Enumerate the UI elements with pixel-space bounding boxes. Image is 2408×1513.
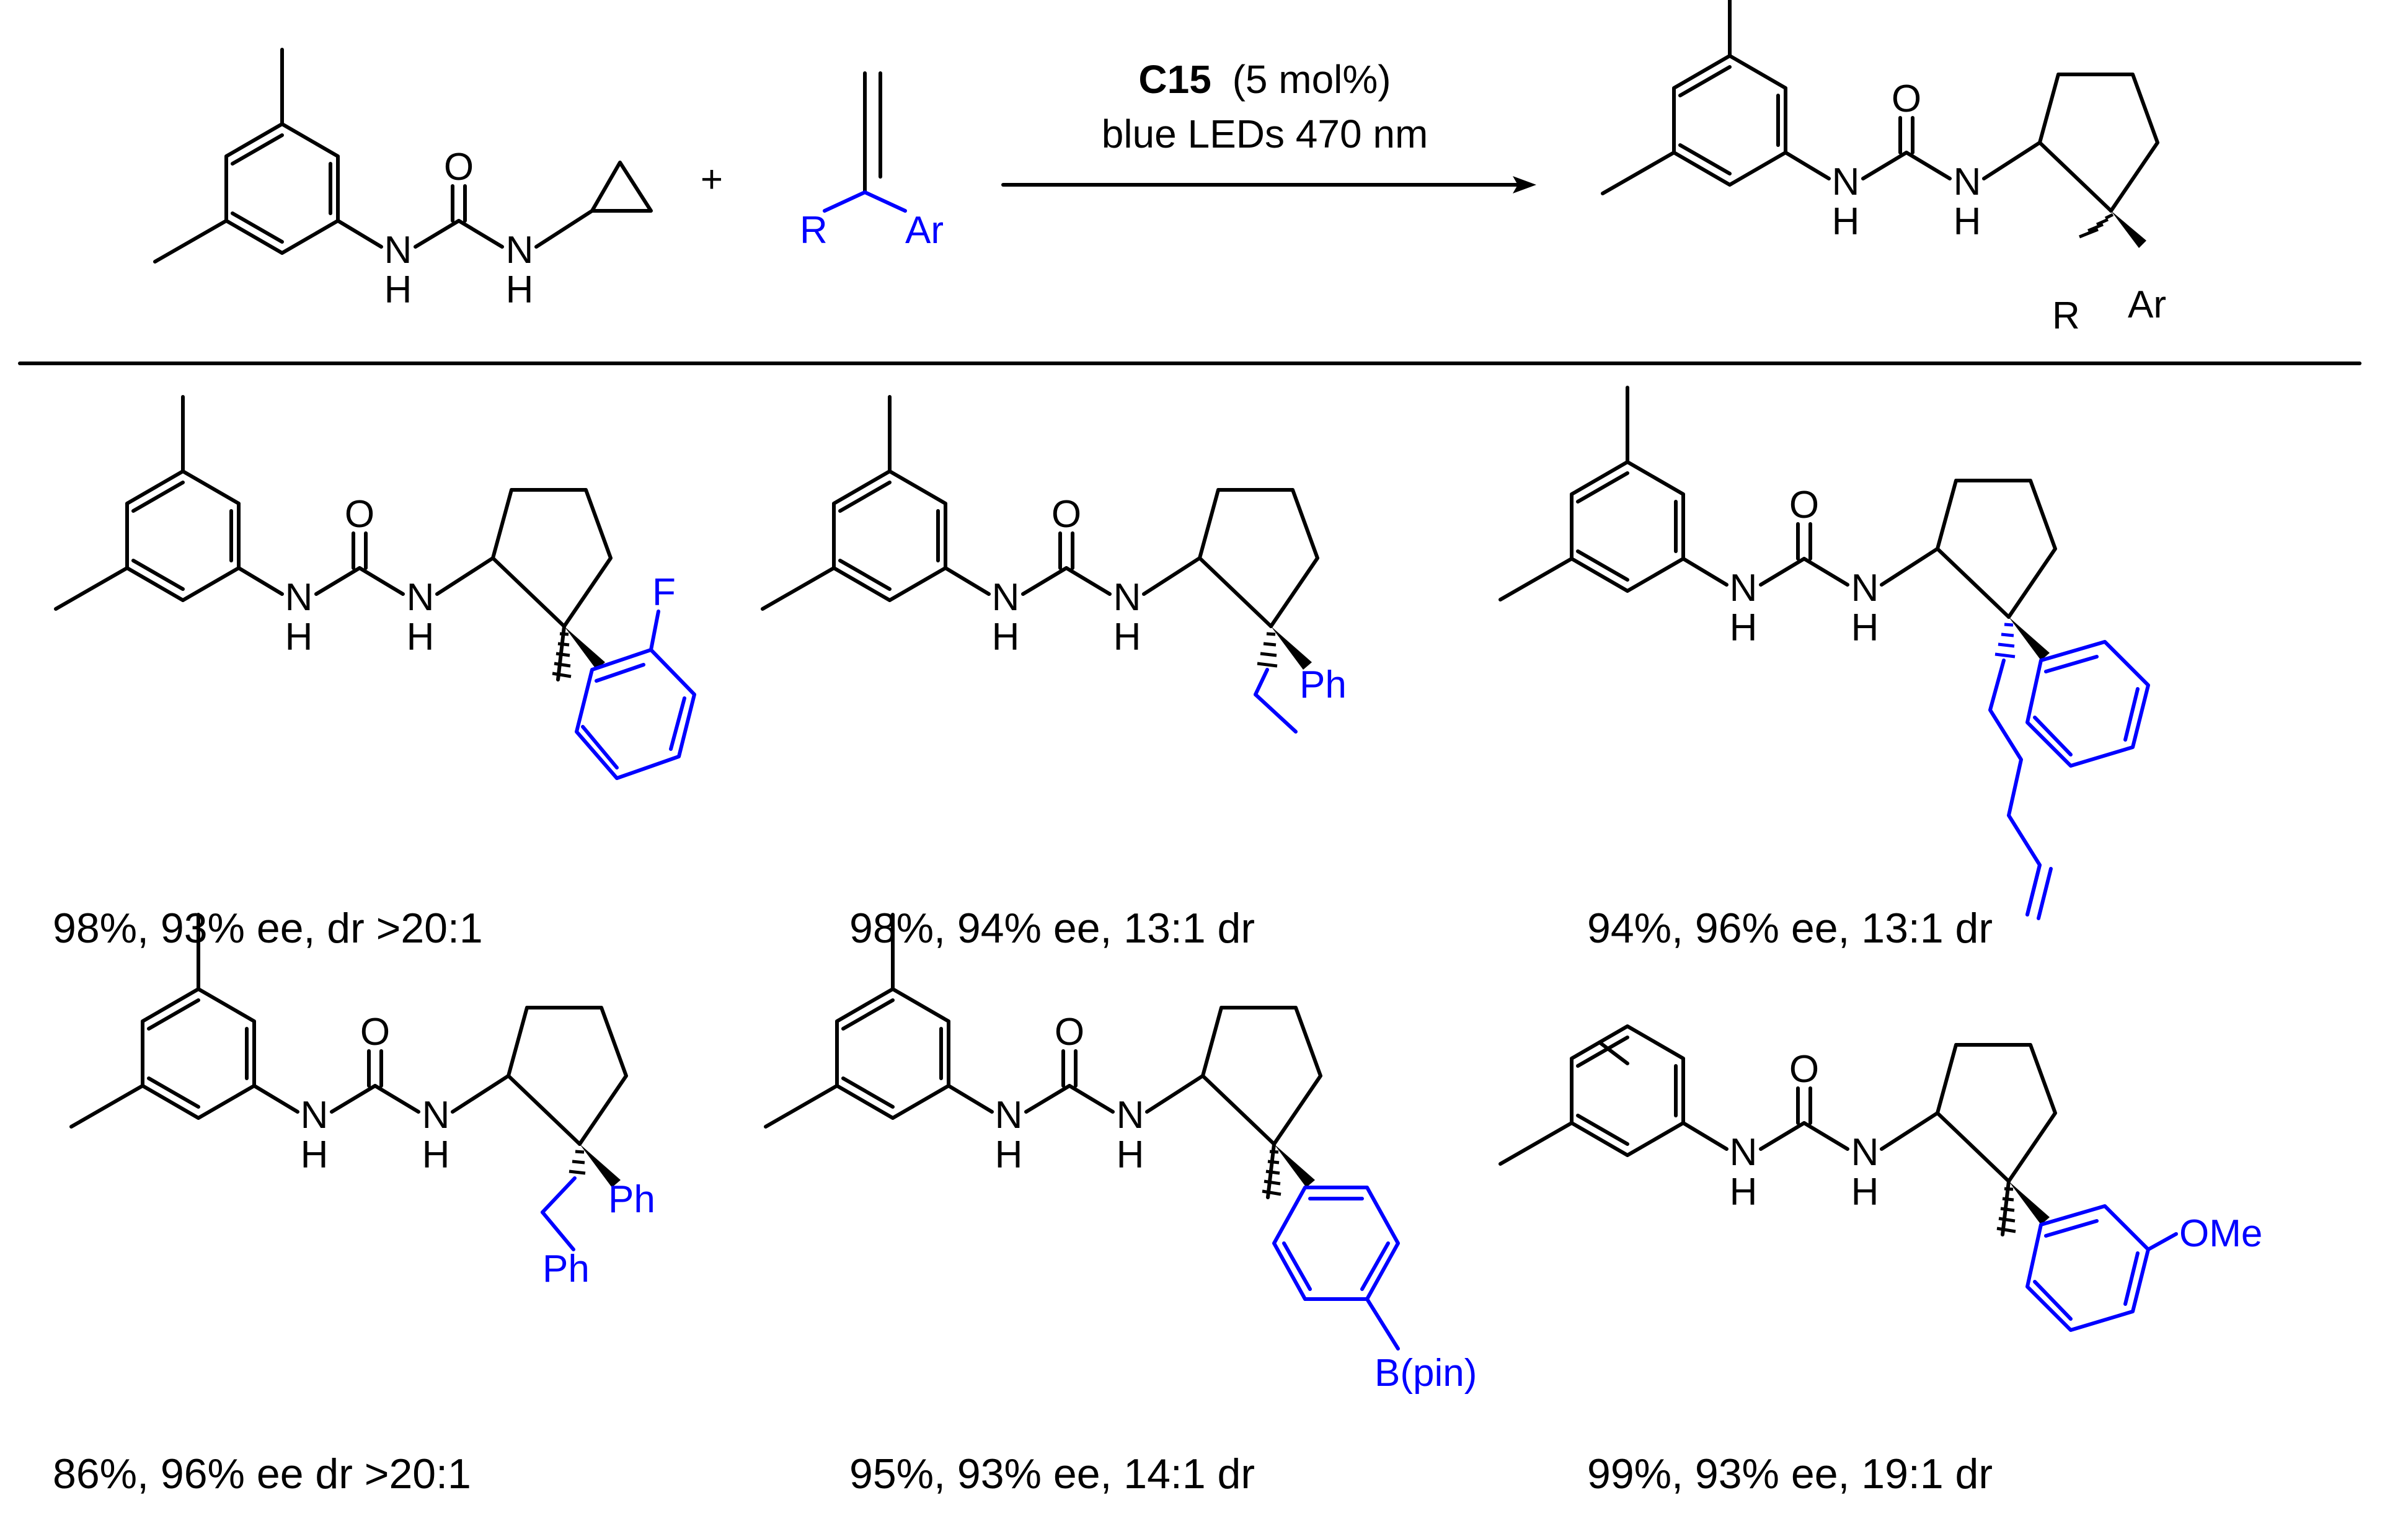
amide-n-label: N	[506, 229, 534, 272]
carbonyl-o-label: O	[1892, 78, 1921, 120]
fluoro-label: F	[652, 571, 676, 614]
amide-h-label: H	[1851, 1171, 1879, 1214]
phenyl-label: Ph	[1299, 663, 1347, 706]
methoxy-label: OMe	[2179, 1212, 2262, 1255]
bpin-label: B(pin)	[1374, 1352, 1477, 1395]
ar-group-label: Ar	[2128, 283, 2166, 326]
phenyl-label: Ph	[542, 1248, 590, 1290]
product-3-structure	[1500, 388, 2150, 920]
general-product: N H O N H R Ar	[1601, 0, 2166, 337]
product-4-structure: Ph Ph	[71, 915, 655, 1290]
r-group-label: R	[2052, 295, 2080, 337]
product-6-result: 99%, 93% ee, 19:1 dr	[1587, 1450, 1993, 1497]
amide-n-label: N	[1851, 1131, 1879, 1174]
reactant-alkene: R Ar	[800, 71, 944, 252]
r-group-label: R	[800, 209, 828, 252]
amide-h-label: H	[506, 268, 534, 311]
product-5-result: 95%, 93% ee, 14:1 dr	[849, 1450, 1255, 1497]
product-5-structure: B(pin)	[766, 915, 1477, 1395]
amide-n-label: N	[384, 229, 412, 272]
catalyst-loading: (5 mol%)	[1233, 57, 1391, 102]
amide-n-label: N	[1954, 161, 1981, 203]
amide-h-label: H	[1954, 200, 1981, 243]
product-3-result: 94%, 96% ee, 13:1 dr	[1587, 905, 1993, 952]
reaction-conditions-catalyst: C15 (5 mol%)	[1138, 57, 1391, 102]
reaction-arrow	[1001, 176, 1536, 193]
product-1-structure: F	[56, 397, 696, 780]
reactant-urea: N H O N H	[153, 48, 653, 311]
amide-n-label: N	[1730, 1131, 1758, 1174]
product-1-result: 98%, 93% ee, dr >20:1	[53, 905, 483, 952]
plus-sign: +	[701, 158, 723, 201]
amide-n-label: N	[1832, 161, 1860, 203]
catalyst-name: C15	[1138, 57, 1211, 102]
ar-group-label: Ar	[905, 209, 944, 252]
amide-h-label: H	[1730, 1171, 1758, 1214]
amide-h-label: H	[1832, 200, 1860, 243]
product-2-structure: Ph	[763, 397, 1347, 734]
carbonyl-o-label: O	[1789, 1048, 1819, 1091]
reaction-conditions-light: blue LEDs 470 nm	[1102, 112, 1428, 156]
product-2-result: 98%, 94% ee, 13:1 dr	[849, 905, 1255, 952]
product-6-structure: N H O N H OMe	[1498, 1024, 2262, 1332]
phenyl-label: Ph	[608, 1178, 655, 1221]
amide-h-label: H	[384, 268, 412, 311]
carbonyl-o-label: O	[444, 146, 474, 189]
product-4-result: 86%, 96% ee dr >20:1	[53, 1450, 471, 1497]
